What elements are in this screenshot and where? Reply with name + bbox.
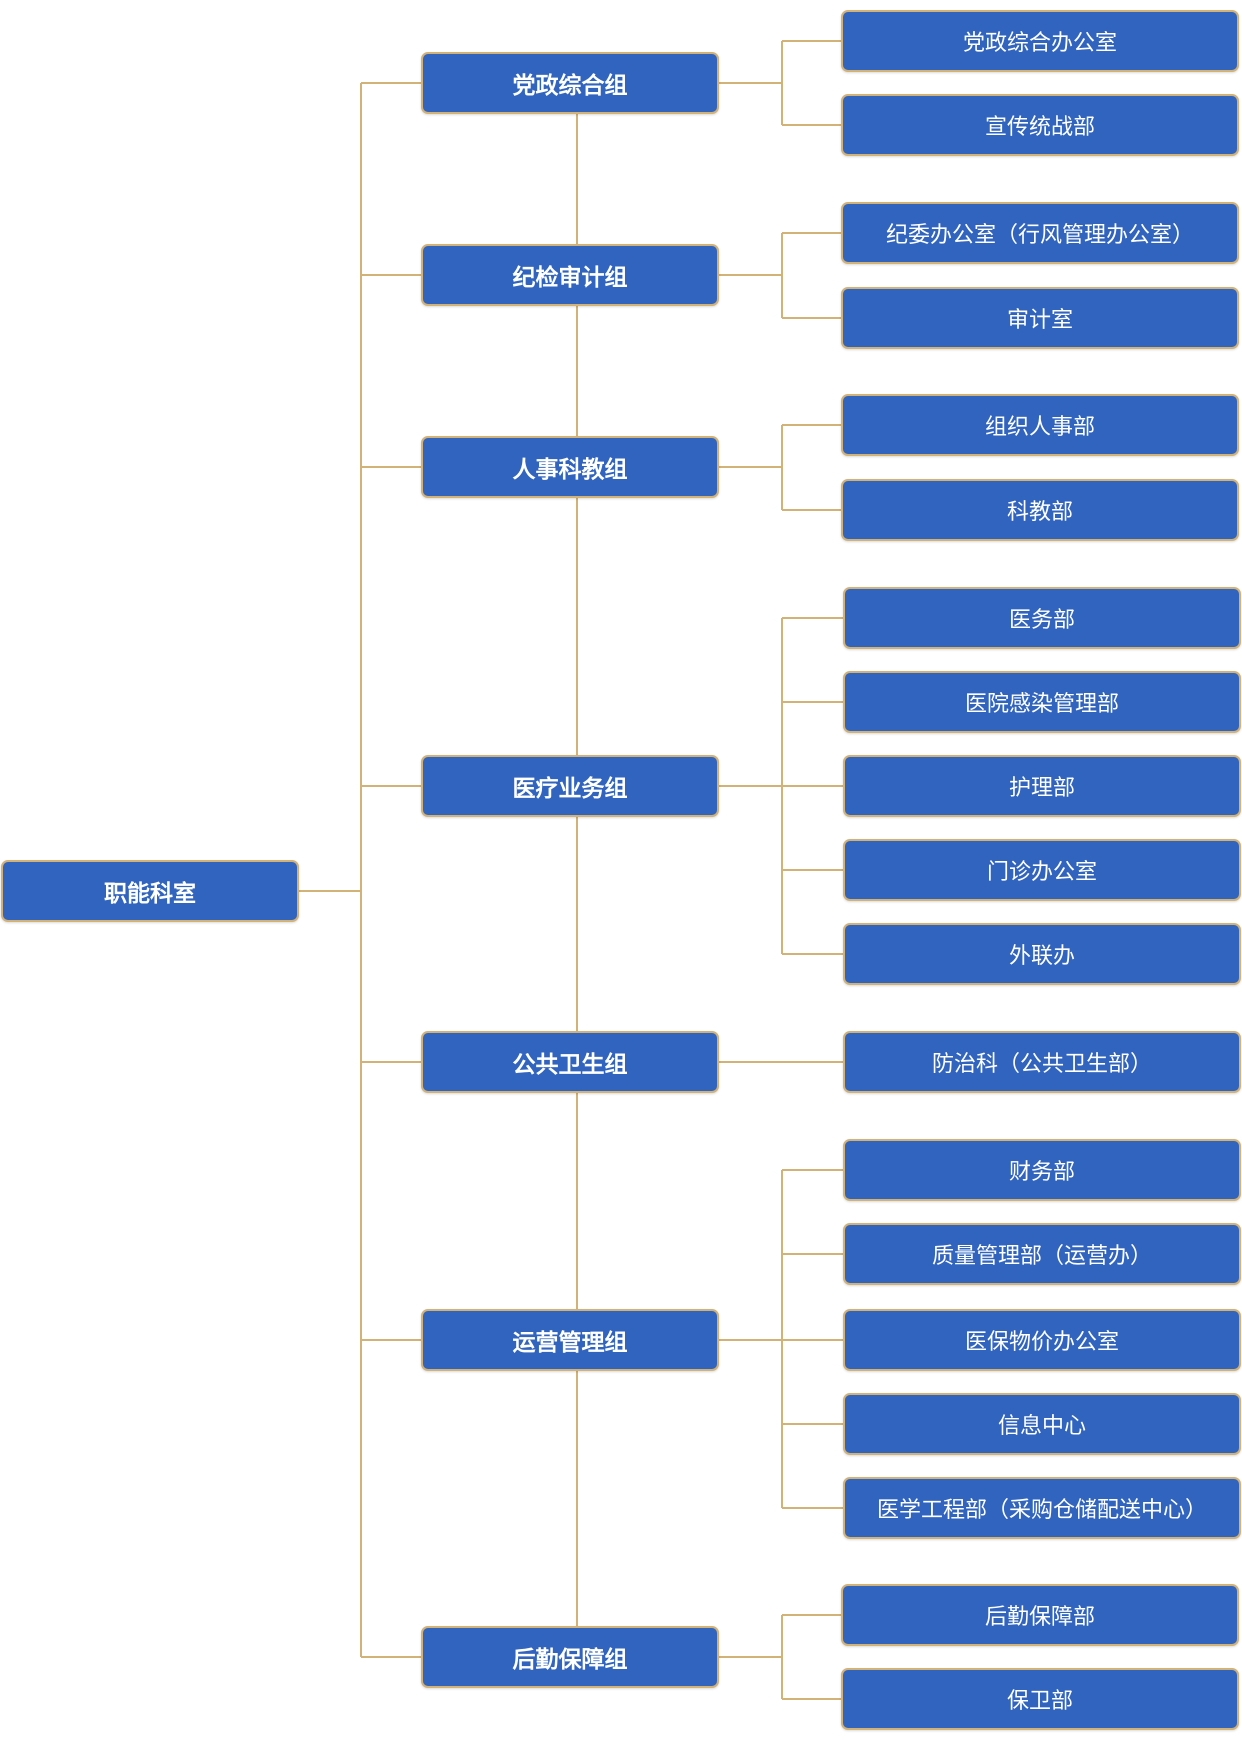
group-node: 公共卫生组 bbox=[421, 1031, 719, 1093]
department-node-label: 审计室 bbox=[1006, 308, 1073, 333]
group-node: 医疗业务组 bbox=[421, 755, 719, 817]
department-node-label: 纪委办公室（行风管理办公室） bbox=[885, 223, 1194, 248]
group-node: 党政综合组 bbox=[421, 52, 719, 114]
department-node-label: 信息中心 bbox=[997, 1414, 1086, 1439]
department-node: 纪委办公室（行风管理办公室） bbox=[841, 202, 1239, 264]
department-node-label: 财务部 bbox=[1008, 1160, 1075, 1185]
department-node-label: 医保物价办公室 bbox=[964, 1330, 1119, 1355]
department-node: 审计室 bbox=[841, 287, 1239, 349]
department-node: 质量管理部（运营办） bbox=[843, 1223, 1241, 1285]
department-node: 党政综合办公室 bbox=[841, 10, 1239, 72]
group-node: 运营管理组 bbox=[421, 1309, 719, 1371]
department-node: 防治科（公共卫生部） bbox=[843, 1031, 1241, 1093]
department-node: 宣传统战部 bbox=[841, 94, 1239, 156]
group-node: 人事科教组 bbox=[421, 436, 719, 498]
department-node: 科教部 bbox=[841, 479, 1239, 541]
department-node: 医务部 bbox=[843, 587, 1241, 649]
department-node-label: 质量管理部（运营办） bbox=[931, 1244, 1152, 1269]
department-node: 门诊办公室 bbox=[843, 839, 1241, 901]
department-node-label: 医学工程部（采购仓储配送中心） bbox=[876, 1498, 1207, 1523]
department-node: 保卫部 bbox=[841, 1668, 1239, 1730]
department-node: 医保物价办公室 bbox=[843, 1309, 1241, 1371]
department-node-label: 医院感染管理部 bbox=[964, 692, 1119, 717]
department-node-label: 组织人事部 bbox=[984, 415, 1095, 440]
department-node: 后勤保障部 bbox=[841, 1584, 1239, 1646]
department-node-label: 党政综合办公室 bbox=[962, 31, 1117, 56]
department-node-label: 保卫部 bbox=[1006, 1689, 1073, 1714]
group-node-label: 公共卫生组 bbox=[512, 1052, 628, 1078]
group-node-label: 人事科教组 bbox=[512, 457, 628, 483]
group-node: 纪检审计组 bbox=[421, 244, 719, 306]
department-node-label: 防治科（公共卫生部） bbox=[931, 1052, 1152, 1077]
department-node: 组织人事部 bbox=[841, 394, 1239, 456]
department-node-label: 医务部 bbox=[1008, 608, 1075, 633]
group-node: 后勤保障组 bbox=[421, 1626, 719, 1688]
department-node: 信息中心 bbox=[843, 1393, 1241, 1455]
department-node: 财务部 bbox=[843, 1139, 1241, 1201]
group-node-label: 医疗业务组 bbox=[512, 776, 628, 802]
group-node-label: 纪检审计组 bbox=[512, 265, 628, 291]
department-node-label: 后勤保障部 bbox=[984, 1605, 1095, 1630]
group-node-label: 运营管理组 bbox=[512, 1330, 628, 1356]
department-node-label: 科教部 bbox=[1006, 500, 1073, 525]
department-node: 医学工程部（采购仓储配送中心） bbox=[843, 1477, 1241, 1539]
root-node: 职能科室 bbox=[1, 860, 299, 922]
group-node-label: 党政综合组 bbox=[512, 73, 628, 99]
group-node-label: 后勤保障组 bbox=[512, 1647, 628, 1673]
department-node-label: 门诊办公室 bbox=[986, 860, 1097, 885]
department-node-label: 外联办 bbox=[1008, 944, 1075, 969]
department-node-label: 宣传统战部 bbox=[984, 115, 1095, 140]
department-node-label: 护理部 bbox=[1008, 776, 1075, 801]
department-node: 医院感染管理部 bbox=[843, 671, 1241, 733]
department-node: 护理部 bbox=[843, 755, 1241, 817]
root-label: 职能科室 bbox=[104, 881, 196, 907]
department-node: 外联办 bbox=[843, 923, 1241, 985]
